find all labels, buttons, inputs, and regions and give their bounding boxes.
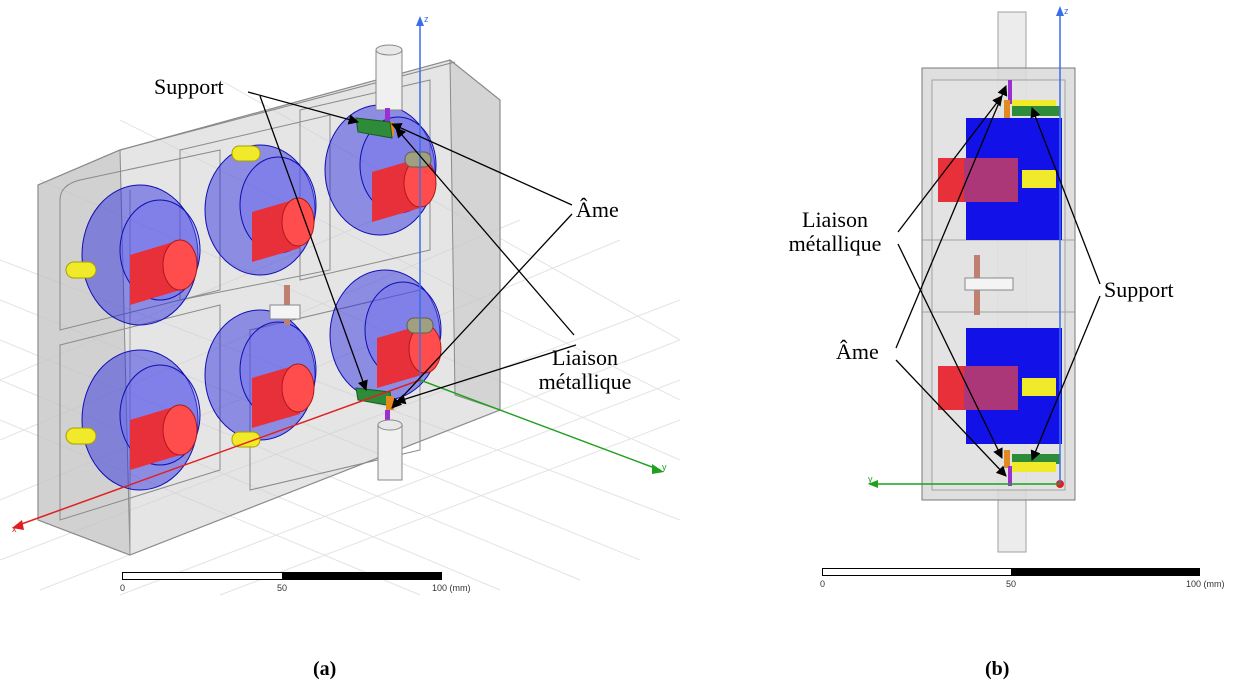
panel-a-isometric-view: z y x Support Âme Liaison métallique 0 5… [0, 0, 681, 600]
center-coupling-post [269, 285, 301, 325]
resonator-4 [65, 349, 201, 491]
scale-bar-a-black [282, 572, 442, 580]
top-connector [355, 44, 403, 139]
label-liaison-b-line2: métallique [788, 231, 882, 256]
panel-a-drawing: z y x [0, 14, 681, 596]
resonator-2 [204, 144, 317, 276]
resonator-5 [204, 309, 317, 448]
y-axis-label-b: y [868, 474, 873, 484]
scale-bar-b [822, 568, 1200, 576]
label-ame-a: Âme [576, 197, 619, 222]
label-support-a: Support [154, 74, 224, 99]
panel-b-drawing: z y [868, 6, 1101, 553]
scale-a-tick-0: 0 [120, 583, 126, 593]
scale-bar-a [122, 572, 442, 580]
resonator-1 [65, 184, 201, 326]
callout-arrows-b [895, 85, 1101, 477]
axes-triad: z y x [12, 14, 667, 534]
scale-a-tick-50: 50 [277, 583, 288, 593]
scale-b-tick-100: 100 (mm) [1186, 579, 1225, 589]
label-support-b: Support [1104, 277, 1174, 302]
scale-b-tick-50: 50 [1006, 579, 1017, 589]
caption-b: (b) [985, 658, 1010, 680]
axes-side: z y [868, 6, 1069, 488]
x-axis-label: x [12, 524, 17, 534]
z-axis-label-b: z [1064, 6, 1069, 16]
z-axis-label: z [424, 14, 429, 24]
label-liaison-b-line1: Liaison [802, 207, 868, 232]
scale-bar-b-black [1011, 568, 1200, 576]
label-liaison-a-line2: métallique [538, 369, 632, 394]
label-liaison-b: Liaison métallique [770, 208, 900, 256]
label-liaison-a: Liaison métallique [520, 346, 650, 394]
center-post-side [964, 255, 1014, 315]
scale-a-tick-100: 100 (mm) [432, 583, 471, 593]
panel-b-side-view: z y Liaison métallique Support Âme 0 50 … [760, 0, 1243, 600]
scale-b-tick-0: 0 [820, 579, 826, 589]
y-axis-label: y [662, 462, 667, 472]
caption-a: (a) [313, 658, 337, 680]
scale-bar-a-white [122, 572, 284, 580]
upper-resonator-side [938, 118, 1062, 240]
callout-arrows-a [247, 91, 577, 409]
scale-bar-b-white [822, 568, 1013, 576]
label-ame-b: Âme [836, 339, 879, 364]
label-liaison-a-line1: Liaison [552, 345, 618, 370]
